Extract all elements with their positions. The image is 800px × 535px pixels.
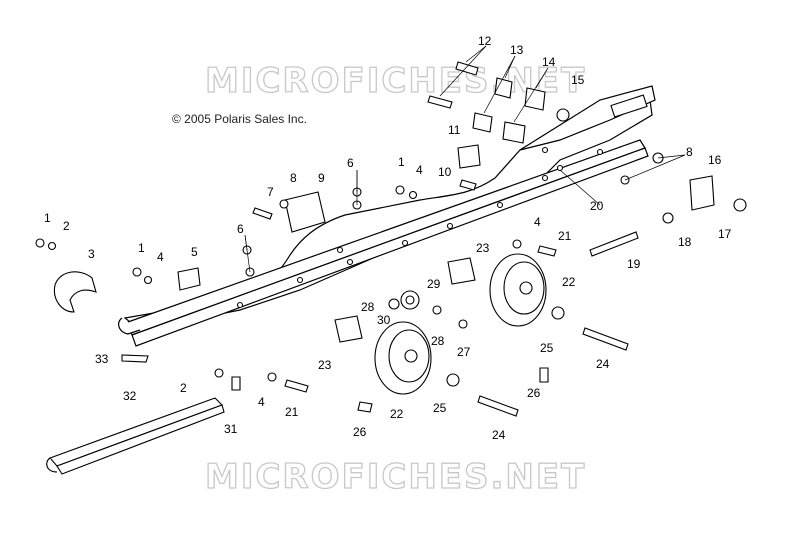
callout-17: 17: [718, 227, 732, 241]
part-24-bolt-rear: [583, 328, 628, 350]
callout-1: 1: [398, 155, 405, 169]
callout-21: 21: [285, 405, 299, 419]
callout-2: 2: [180, 381, 187, 395]
callout-23: 23: [476, 241, 490, 255]
callout-26: 26: [353, 425, 367, 439]
callout-23: 23: [318, 358, 332, 372]
callout-2: 2: [63, 219, 70, 233]
callout-8: 8: [290, 171, 297, 185]
callout-1: 1: [44, 211, 51, 225]
callout-29: 29: [427, 277, 441, 291]
callout-16: 16: [708, 153, 722, 167]
callout-30: 30: [377, 313, 391, 327]
callout-32: 32: [123, 389, 137, 403]
part-22-wheel-front: [375, 322, 431, 394]
callout-28: 28: [361, 300, 375, 314]
part-19-shaft: [590, 232, 638, 256]
callout-14: 14: [542, 55, 556, 69]
rail-assembly: [119, 86, 655, 346]
callout-28: 28: [431, 334, 445, 348]
part-11-block: [458, 145, 480, 168]
callout-25: 25: [540, 341, 554, 355]
part-32-slide-strip: [47, 398, 224, 474]
callout-22: 22: [562, 275, 576, 289]
callout-33: 33: [95, 352, 109, 366]
part-23-arm-rear: [448, 258, 475, 284]
callout-24: 24: [492, 428, 506, 442]
callout-1: 1: [138, 241, 145, 255]
callout-13: 13: [510, 43, 524, 57]
part-9-plate: [285, 192, 325, 232]
part-23-arm-front: [335, 316, 362, 342]
callout-6: 6: [347, 156, 354, 170]
callout-6: 6: [237, 222, 244, 236]
part-30-gear: [401, 291, 419, 309]
callout-24: 24: [596, 357, 610, 371]
part-3-bumper: [54, 272, 96, 312]
callout-12: 12: [478, 34, 492, 48]
callout-4: 4: [534, 215, 541, 229]
callout-11: 11: [448, 123, 461, 137]
callout-4: 4: [416, 163, 423, 177]
part-22-wheel-rear: [490, 254, 546, 326]
callout-8: 8: [686, 145, 693, 159]
callout-7: 7: [267, 185, 274, 199]
callout-19: 19: [627, 257, 641, 271]
callout-22: 22: [390, 407, 404, 421]
watermark-bottom: MICROFICHES.NET: [205, 457, 586, 497]
callout-21: 21: [558, 229, 572, 243]
callout-20: 20: [590, 199, 604, 213]
part-5-block: [178, 268, 200, 290]
callout-4: 4: [157, 250, 164, 264]
part-16-bracket: [690, 176, 714, 210]
callout-10: 10: [438, 165, 452, 179]
callout-4: 4: [258, 395, 265, 409]
callout-27: 27: [457, 345, 471, 359]
callout-25: 25: [433, 401, 447, 415]
part-24-bolt-front: [478, 396, 518, 416]
callout-9: 9: [318, 171, 325, 185]
callout-3: 3: [88, 247, 95, 261]
callout-26: 26: [527, 386, 541, 400]
callout-5: 5: [191, 245, 198, 259]
callout-18: 18: [678, 235, 692, 249]
callout-15: 15: [571, 73, 585, 87]
callout-31: 31: [224, 422, 238, 436]
